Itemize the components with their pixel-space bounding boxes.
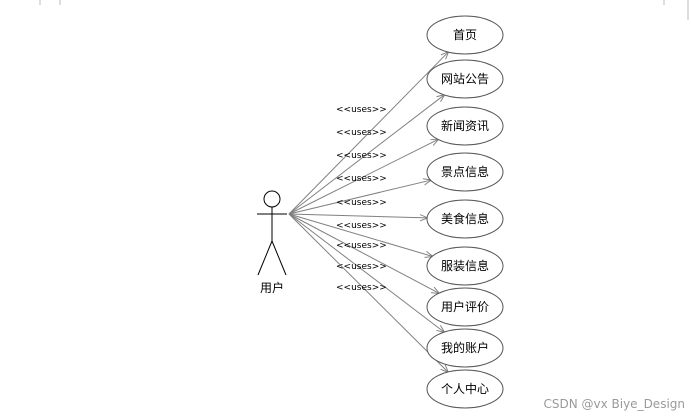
use-case: 服装信息 (426, 246, 504, 286)
use-case-label: 我的账户 (441, 340, 489, 355)
use-case: 用户评价 (426, 287, 504, 327)
use-case-label: 服装信息 (441, 258, 489, 273)
stereotype-label: <<uses>> (336, 221, 387, 231)
use-case-ellipse (426, 369, 504, 409)
use-case-label: 个人中心 (441, 381, 489, 396)
use-case: 景点信息 (426, 152, 504, 192)
use-case-ellipse (426, 287, 504, 327)
association-arrow (288, 95, 444, 215)
association-arrow (288, 213, 432, 256)
use-case-label: 网站公告 (441, 72, 489, 86)
use-case-ellipse (426, 328, 504, 368)
actor-label: 用户 (260, 280, 284, 295)
association-arrow (288, 213, 439, 293)
association-edges (288, 52, 448, 372)
use-case-ellipse (426, 152, 504, 192)
actor-left-leg (257, 240, 273, 276)
stereotype-label: <<uses>> (336, 262, 387, 272)
use-case-label: 新闻资讯 (441, 118, 489, 133)
use-case: 美食信息 (426, 199, 504, 239)
stereotype-label: <<uses>> (336, 128, 387, 138)
use-case-ellipse (426, 199, 504, 239)
actor (257, 190, 287, 276)
use-case-label: 用户评价 (441, 299, 489, 314)
actor-right-leg (271, 240, 287, 276)
stereotype-labels: <<uses>> <<uses>> <<uses>> <<uses>> <<uses>>… (336, 105, 387, 293)
actor-head (263, 190, 281, 208)
association-arrow (288, 213, 448, 372)
watermark: CSDN @vx Biye_Design (543, 397, 685, 411)
stereotype-label: <<uses>> (336, 105, 387, 115)
association-arrow (288, 213, 444, 332)
use-case-ellipse (426, 59, 504, 99)
use-case: 个人中心 (426, 369, 504, 409)
use-case-label: 景点信息 (441, 164, 489, 179)
use-case: 我的账户 (426, 328, 504, 368)
use-case-ellipse (426, 246, 504, 286)
stereotype-label: <<uses>> (336, 174, 387, 184)
stereotype-label: <<uses>> (336, 283, 387, 293)
stereotype-label: <<uses>> (336, 241, 387, 251)
stereotype-label: <<uses>> (336, 198, 387, 208)
association-arrow (288, 139, 438, 215)
association-arrow (288, 180, 431, 215)
use-case-label: 美食信息 (441, 211, 489, 226)
use-case: 网站公告 (426, 59, 504, 99)
use-case-label: 首页 (453, 28, 477, 42)
use-case-ellipse (426, 106, 504, 146)
page-corner-marks (39, 0, 689, 20)
use-case-ellipse (426, 15, 504, 55)
association-arrow (288, 52, 448, 215)
use-case: 首页 (426, 15, 504, 55)
stereotype-label: <<uses>> (336, 151, 387, 161)
association-arrow (288, 213, 427, 218)
use-case: 新闻资讯 (426, 106, 504, 146)
